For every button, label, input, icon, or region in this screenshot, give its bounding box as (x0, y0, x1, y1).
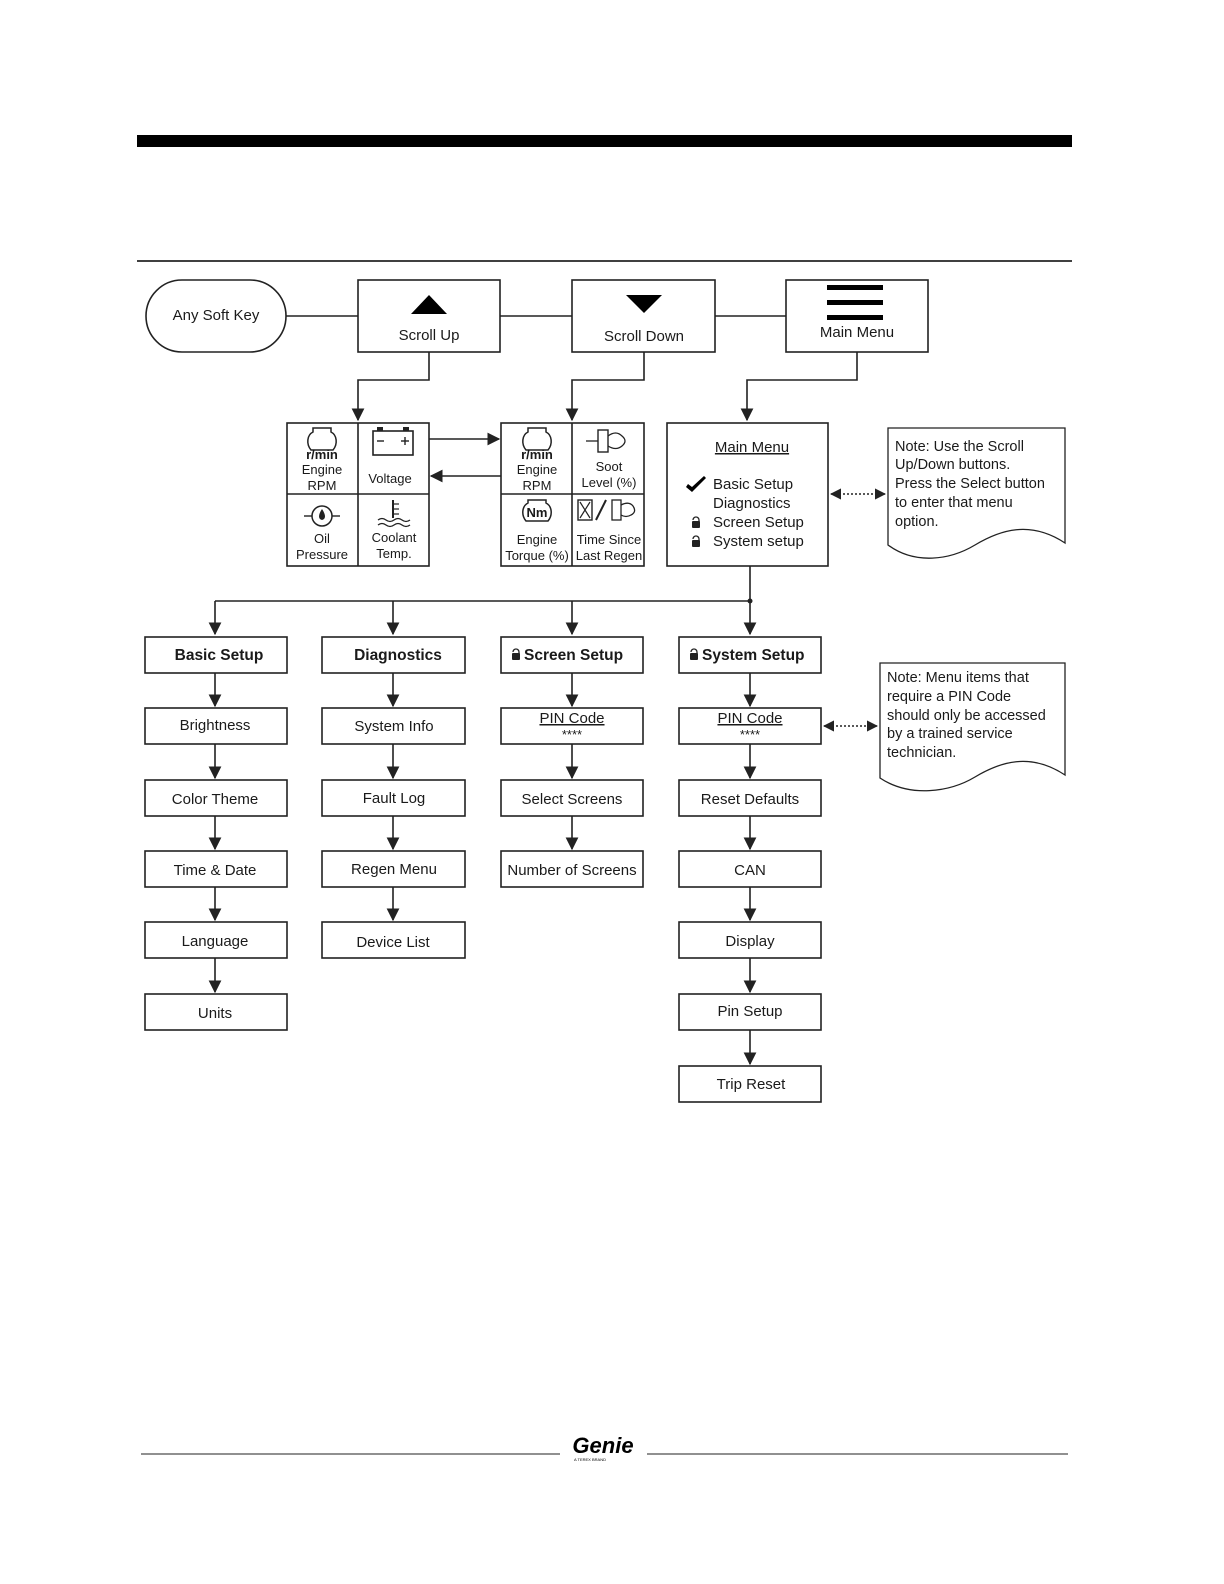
basic-item-brightness: Brightness (180, 717, 251, 734)
svg-text:Nm: Nm (527, 505, 548, 520)
scroll-up-node (357, 279, 501, 353)
system-setup-pin-mask: **** (740, 727, 760, 742)
scroll-down-node (571, 279, 716, 353)
genie-logo-sub: A TEREX BRAND (574, 1457, 606, 1462)
coolant-temp-icon (377, 500, 411, 528)
genie-logo: Genie (572, 1433, 633, 1458)
system-setup-column: System Setup PIN Code **** Reset Default… (678, 636, 822, 1103)
note-pin-line-3: should only be accessed (887, 708, 1046, 724)
soot-filter-icon (586, 429, 626, 453)
lock-icon (692, 516, 700, 528)
gauge-left-voltage-label: Voltage (368, 471, 411, 486)
system-item-trip-reset: Trip Reset (717, 1076, 786, 1093)
down-triangle-icon (626, 295, 662, 313)
screen-item-select-screens: Select Screens (522, 791, 623, 808)
edge-scrollup-gauges (351, 352, 430, 422)
engine-rpm-icon: r/min (306, 427, 338, 462)
gauge-left-coolant-label-1: Coolant (372, 530, 417, 545)
engine-torque-icon: Nm (522, 499, 552, 522)
gauge-screen-left: r/min Engine RPM Voltage Oil Pressure (286, 422, 430, 567)
lock-icon (512, 648, 520, 660)
diagnostics-item-system-info: System Info (354, 718, 433, 735)
lock-icon (692, 535, 700, 547)
checkmark-icon (686, 476, 706, 492)
gauge-left-oil-label-1: Oil (314, 531, 330, 546)
note-pin-line-5: technician. (887, 745, 956, 761)
note-scroll-doc: Note: Use the Scroll Up/Down buttons. Pr… (887, 427, 1066, 559)
gauge-right-regen-label-1: Time Since (577, 532, 642, 547)
basic-item-color-theme: Color Theme (172, 791, 258, 808)
gauge-right-engine-label-1: Engine (517, 462, 557, 477)
diagnostics-column: Diagnostics System Info Fault Log Regen … (321, 636, 466, 959)
engine-rpm-icon: r/min (521, 427, 553, 462)
note-scroll-line-2: Up/Down buttons. (895, 457, 1010, 473)
basic-setup-title: Basic Setup (175, 647, 264, 664)
gauge-right-soot-label-2: Level (%) (582, 475, 637, 490)
gauge-right-soot-label-1: Soot (596, 459, 623, 474)
note-scroll-line-3: Press the Select button (895, 476, 1045, 492)
main-menu-item-screen: Screen Setup (713, 514, 804, 531)
system-item-display: Display (725, 933, 775, 950)
diagnostics-title: Diagnostics (354, 647, 442, 664)
screen-setup-pin-mask: **** (562, 727, 582, 742)
gauge-right-torque-label-1: Engine (517, 532, 557, 547)
gauge-right-regen-label-2: Last Regen (576, 548, 643, 563)
diagnostics-item-regen-menu: Regen Menu (351, 861, 437, 878)
gauge-right-torque-label-2: Torque (%) (505, 548, 569, 563)
note-pin-line-2: require a PIN Code (887, 689, 1011, 705)
main-menu-item-basic: Basic Setup (713, 476, 793, 493)
gauge-right-engine-label-2: RPM (523, 478, 552, 493)
svg-text:r/min: r/min (521, 447, 553, 462)
system-item-reset-defaults: Reset Defaults (701, 791, 799, 808)
main-menu-title: Main Menu (715, 439, 789, 456)
screen-setup-title: Screen Setup (524, 647, 623, 664)
note-scroll-line-1: Note: Use the Scroll (895, 439, 1024, 455)
battery-icon (372, 427, 414, 456)
system-setup-pin-label: PIN Code (717, 710, 782, 727)
main-menu-key-label: Main Menu (820, 324, 894, 341)
regen-timer-icon (577, 499, 636, 521)
note-pin-line-1: Note: Menu items that (887, 670, 1029, 686)
main-menu-screen: Main Menu Basic Setup Diagnostics Screen… (666, 422, 829, 567)
any-soft-key-label: Any Soft Key (173, 307, 260, 324)
note-scroll-line-4: to enter that menu (895, 495, 1013, 511)
any-soft-key-node (145, 279, 287, 353)
up-triangle-icon (411, 295, 447, 314)
screen-setup-pin-label: PIN Code (539, 710, 604, 727)
edge-mainmenu-screen (740, 352, 858, 422)
oil-pressure-icon (304, 505, 340, 527)
diagnostics-item-device-list: Device List (356, 934, 430, 951)
edge-scrolldown-gauges (565, 352, 645, 422)
note-pin-line-4: by a trained service (887, 726, 1013, 742)
lock-icon (690, 648, 698, 660)
svg-text:r/min: r/min (306, 447, 338, 462)
gauge-left-coolant-label-2: Temp. (376, 546, 411, 561)
system-item-can: CAN (734, 862, 766, 879)
system-setup-title: System Setup (702, 647, 805, 664)
gauge-left-engine-label-1: Engine (302, 462, 342, 477)
main-menu-item-system: System setup (713, 533, 804, 550)
note-scroll-line-5: option. (895, 514, 939, 530)
gauge-left-engine-label-2: RPM (308, 478, 337, 493)
gauge-screen-right: r/min Engine RPM Soot Level (%) Nm Engin… (500, 422, 645, 567)
screen-item-number-of-screens: Number of Screens (507, 862, 636, 879)
gauge-left-oil-label-2: Pressure (296, 547, 348, 562)
main-menu-item-diagnostics: Diagnostics (713, 495, 791, 512)
hamburger-icon (827, 285, 883, 320)
note-pin-doc: Note: Menu items that require a PIN Code… (879, 662, 1066, 792)
basic-item-units: Units (198, 1005, 232, 1022)
diagnostics-item-fault-log: Fault Log (363, 790, 426, 807)
header-bar (137, 135, 1072, 147)
basic-setup-column: Basic Setup Brightness Color Theme Time … (144, 636, 288, 1031)
scroll-up-label: Scroll Up (399, 327, 460, 344)
screen-setup-column: Screen Setup PIN Code **** Select Screen… (500, 636, 644, 888)
system-item-pin-setup: Pin Setup (717, 1003, 782, 1020)
basic-item-language: Language (182, 933, 249, 950)
basic-item-time-date: Time & Date (174, 862, 257, 879)
scroll-down-label: Scroll Down (604, 328, 684, 345)
